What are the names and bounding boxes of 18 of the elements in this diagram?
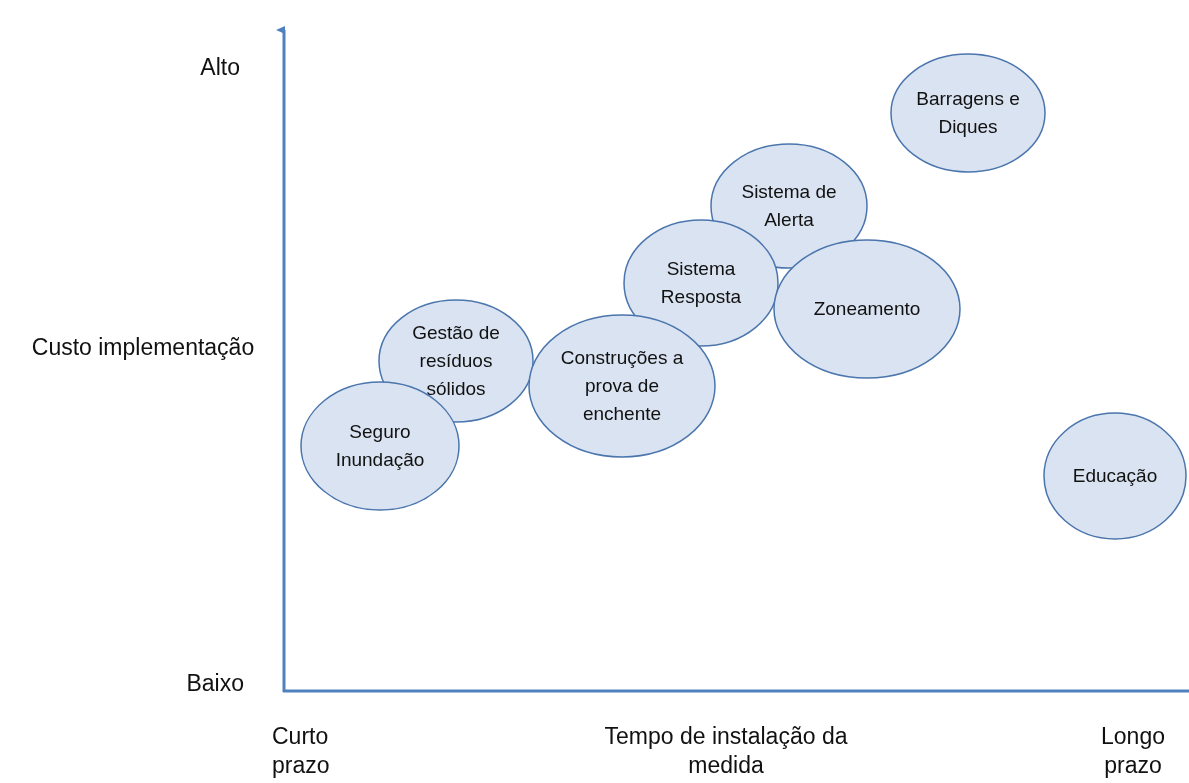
bubble-label: Barragens e Diques <box>915 87 1021 139</box>
axis-tick-label: Curto prazo <box>272 722 331 780</box>
bubble-label: Educação <box>1071 464 1159 488</box>
bubble <box>1043 412 1187 540</box>
bubble-label: Sistema Resposta <box>659 257 743 309</box>
axis-tick-label: Baixo <box>185 669 244 698</box>
bubble <box>773 239 961 379</box>
bubble-label: Seguro Inundação <box>334 420 426 472</box>
bubble <box>528 314 716 458</box>
axis-tick-label: Longo prazo <box>1100 722 1166 780</box>
bubble-label: Gestão de resíduos sólidos <box>411 321 501 401</box>
bubble-label: Sistema de Alerta <box>740 180 838 232</box>
axis-title: Custo implementação <box>30 333 256 362</box>
axis-title: Tempo de instalação da medida <box>603 722 849 780</box>
bubble-label: Construções a prova de enchente <box>559 346 685 426</box>
bubble-label: Zoneamento <box>812 297 922 321</box>
axis-tick-label: Alto <box>199 53 240 82</box>
bubble <box>890 53 1046 173</box>
